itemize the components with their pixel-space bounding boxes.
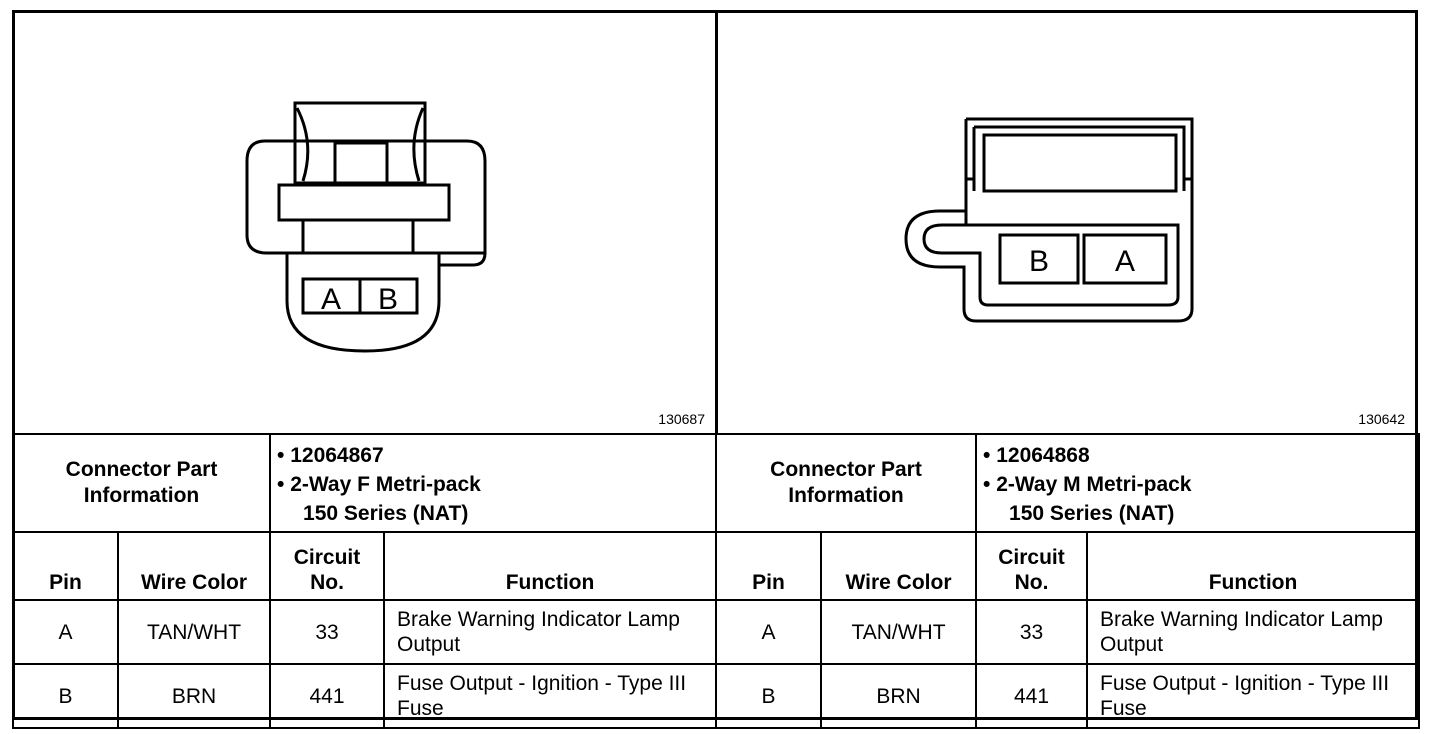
right-header-pin: Pin [715,531,822,601]
left-header-circuit-no: Circuit No. [269,531,386,601]
right-part-info: • 12064868 • 2-Way M Metri-pack 150 Seri… [975,433,1421,533]
right-connector-info-label: Connector Part Information [714,433,978,533]
table-row: A TAN/WHT 33 Brake Warning Indicator Lam… [12,599,718,665]
right-header-circuit-no: Circuit No. [975,531,1089,601]
bullet: • [983,473,991,496]
left-description-line2: 150 Series (NAT) [303,502,469,525]
table-row: B BRN 441 Fuse Output - Ignition - Type … [12,663,718,729]
right-header-wire-color: Wire Color [819,531,978,601]
left-row1-wire-color: TAN/WHT [116,599,272,665]
right-connector-panel: B A 130642 [718,13,1415,433]
left-row1-circuit: 33 [269,599,386,665]
table-row: A TAN/WHT 33 Brake Warning Indicator Lam… [715,599,1421,665]
left-row2-pin: B [12,663,119,729]
bullet: • [983,444,991,467]
right-description-line2: 150 Series (NAT) [1009,502,1175,525]
left-pin-label-2: B [378,283,398,316]
left-row1-pin: A [12,599,119,665]
bullet: • [277,473,285,496]
table-row: B BRN 441 Fuse Output - Ignition - Type … [715,663,1421,729]
left-part-number: 12064867 [290,444,384,467]
left-connector-panel: A B 130687 [15,13,718,433]
left-pin-label-1: A [321,283,341,316]
right-description-line1: 2-Way M Metri-pack [996,473,1192,496]
left-header-pin: Pin [12,531,119,601]
right-row2-function: Fuse Output - Ignition - Type III Fuse [1086,663,1421,729]
left-row2-function: Fuse Output - Ignition - Type III Fuse [383,663,718,729]
left-header-wire-color: Wire Color [116,531,272,601]
right-row1-pin: A [715,599,822,665]
left-row2-wire-color: BRN [116,663,272,729]
left-pinout-table: Connector Part Information • 12064867 • … [11,433,718,729]
left-header-function: Function [383,531,718,601]
right-pin-label-2: A [1115,245,1135,278]
female-connector-drawing: A B [245,101,487,353]
left-row1-function: Brake Warning Indicator Lamp Output [383,599,718,665]
diagram-frame: A B 130687 B A 130 [11,10,1421,729]
right-pinout-table: Connector Part Information • 12064868 • … [714,433,1421,729]
right-row1-circuit: 33 [975,599,1089,665]
male-connector-drawing: B A [904,117,1194,323]
left-description-line1: 2-Way F Metri-pack [290,473,481,496]
right-row2-pin: B [715,663,822,729]
left-connector-info-label: Connector Part Information [11,433,272,533]
right-row1-function: Brake Warning Indicator Lamp Output [1086,599,1421,665]
right-row2-wire-color: BRN [819,663,978,729]
bullet: • [277,444,285,467]
right-row2-circuit: 441 [975,663,1089,729]
right-header-function: Function [1086,531,1421,601]
left-row2-circuit: 441 [269,663,386,729]
right-figure-number: 130642 [1358,411,1405,427]
left-figure-number: 130687 [658,411,705,427]
right-part-number: 12064868 [996,444,1090,467]
right-pin-label-1: B [1029,245,1049,278]
right-row1-wire-color: TAN/WHT [819,599,978,665]
left-part-info: • 12064867 • 2-Way F Metri-pack 150 Seri… [269,433,718,533]
